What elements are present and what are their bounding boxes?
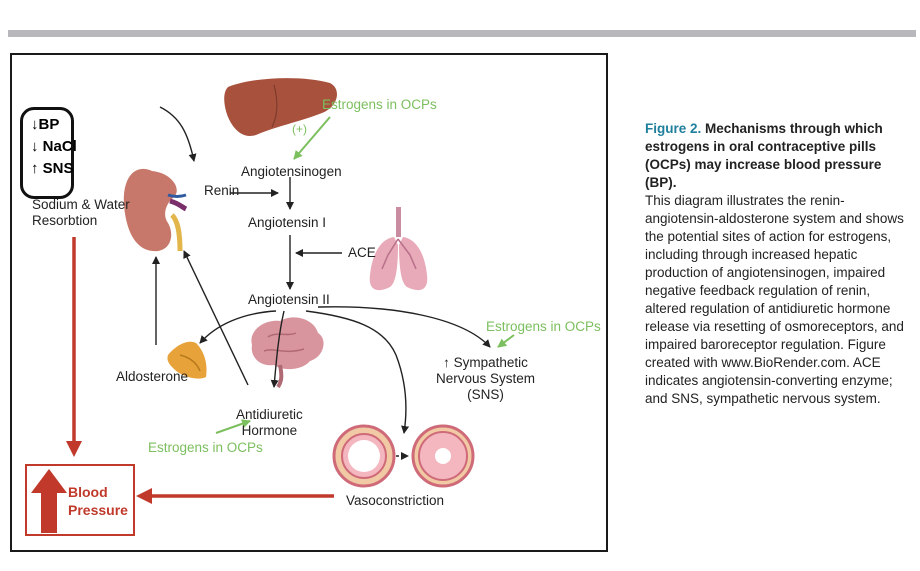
up-arrow-icon	[31, 469, 67, 533]
aldosterone-label: Aldosterone	[116, 369, 189, 384]
bp-arrows	[66, 237, 334, 504]
stimulus-nacl: ↓ NaCl	[31, 138, 77, 155]
estrogen-arrows	[215, 116, 515, 434]
figure-number: Figure 2.	[645, 121, 702, 136]
sns-label: ↑ Sympathetic Nervous System (SNS)	[436, 355, 536, 402]
estrogen-label-sns: Estrogens in OCPs	[486, 319, 601, 334]
blood-pressure-label: Blood Pressure	[68, 484, 128, 518]
kidney-icon	[123, 168, 188, 252]
estrogen-label-liver: Estrogens in OCPs	[322, 97, 437, 112]
liver-icon	[224, 78, 337, 137]
blood-pressure-box	[25, 464, 135, 536]
stimulus-bp: ↓BP	[31, 116, 60, 133]
estrogen-label-adh: Estrogens in OCPs	[148, 440, 263, 455]
flow-arrows	[152, 106, 491, 434]
angiotensinogen-label: Angiotensinogen	[241, 164, 342, 179]
plus-label: (+)	[292, 122, 307, 136]
top-rule	[8, 30, 916, 37]
adrenal-gland-icon	[167, 341, 207, 379]
ace-label: ACE	[348, 245, 376, 260]
angiotensin-2-label: Angiotensin II	[248, 292, 330, 307]
diagram-canvas	[66, 78, 515, 504]
vasoconstriction-label: Vasoconstriction	[346, 493, 445, 508]
blood-vessel-icon	[332, 424, 475, 488]
figure-caption: Figure 2. Mechanisms through which estro…	[645, 120, 915, 408]
figure-panel: ↓BP ↓ NaCl ↑ SNS Angiotensinogen Angiote…	[10, 53, 608, 552]
renin-label: Renin	[204, 183, 240, 198]
sodium-water-label: Sodium & Water Resorbtion	[32, 197, 130, 228]
caption-body: This diagram illustrates the renin-angio…	[645, 193, 904, 406]
lungs-icon	[369, 207, 428, 291]
stimulus-box: ↓BP ↓ NaCl ↑ SNS	[20, 107, 77, 199]
angiotensin-1-label: Angiotensin I	[248, 215, 327, 230]
stimulus-sns: ↑ SNS	[31, 160, 74, 177]
caption-title: Mechanisms through which estrogens in or…	[645, 121, 883, 190]
brain-icon	[251, 317, 324, 389]
adh-label: Antidiuretic Hormone	[236, 407, 303, 438]
